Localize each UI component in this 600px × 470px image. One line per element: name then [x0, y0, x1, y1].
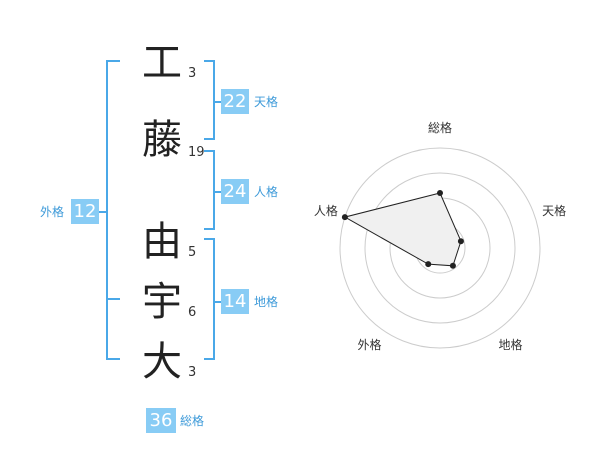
radar-point-2 — [457, 238, 464, 245]
stroke-count-1: 3 — [188, 66, 197, 81]
chikaku-badge: 14 — [221, 289, 249, 314]
jinkaku-label: 人格 — [254, 185, 279, 199]
radar-axis-label-5: 人格 — [314, 203, 338, 218]
name-char-1: 工 — [142, 40, 182, 86]
gaikaku-bracket-vertical — [106, 60, 108, 360]
jinkaku-bracket-vertical — [213, 150, 215, 230]
tenkaku-bracket-top — [204, 60, 215, 62]
soukaku-badge: 36 — [146, 408, 176, 433]
radar-axis-label-3: 地格 — [499, 337, 523, 352]
radar-point-5 — [341, 214, 348, 221]
tenkaku-label: 天格 — [254, 95, 279, 109]
radar-point-3 — [449, 262, 456, 269]
tenkaku-bracket-tick — [214, 101, 221, 103]
chikaku-bracket-tick — [214, 301, 221, 303]
name-char-3: 由 — [142, 219, 182, 265]
chikaku-label: 地格 — [254, 295, 279, 309]
name-char-4: 宇 — [142, 279, 182, 325]
radar-data-polygon — [343, 192, 462, 267]
stroke-count-3: 5 — [188, 245, 197, 260]
radar-axis-label-4: 外格 — [357, 337, 381, 352]
tenkaku-badge: 22 — [221, 89, 249, 114]
gaikaku-bracket-top — [106, 60, 120, 62]
gaikaku-badge: 12 — [71, 199, 99, 224]
stroke-count-2: 19 — [188, 145, 205, 160]
soukaku-label: 総格 — [180, 414, 205, 428]
gaikaku-label: 外格 — [40, 205, 65, 219]
jinkaku-bracket-tick — [214, 191, 221, 193]
stroke-count-5: 3 — [188, 365, 197, 380]
chikaku-bracket-top — [204, 238, 215, 240]
stroke-count-4: 6 — [188, 305, 197, 320]
tenkaku-bracket-vertical — [213, 60, 215, 140]
gaikaku-bracket-bottom — [106, 358, 120, 360]
radar-axis-label-1: 総格 — [428, 120, 452, 135]
name-char-2: 藤 — [142, 117, 182, 163]
jinkaku-badge: 24 — [221, 179, 249, 204]
jinkaku-bracket-bottom — [204, 228, 215, 230]
chikaku-bracket-bottom — [204, 358, 215, 360]
jinkaku-bracket-top — [204, 150, 215, 152]
radar-point-4 — [425, 261, 432, 268]
gaikaku-bracket-tick — [99, 211, 107, 213]
radar-grid-ring-4 — [339, 147, 541, 349]
chikaku-bracket-vertical — [213, 238, 215, 360]
gaikaku-bracket-mid — [106, 298, 120, 300]
radar-point-1 — [437, 190, 443, 196]
radar-grid-ring-3 — [364, 172, 516, 324]
name-char-5: 大 — [142, 339, 182, 385]
radar-axis-label-2: 天格 — [542, 203, 566, 218]
tenkaku-bracket-bottom — [204, 138, 215, 140]
